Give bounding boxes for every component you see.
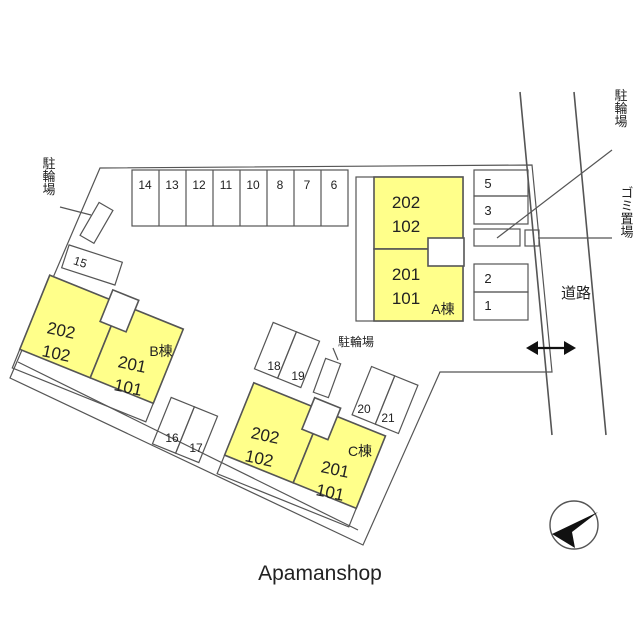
parking-number: 10	[246, 178, 260, 192]
garbage-area-small	[524, 229, 540, 247]
lot-boundary	[9, 164, 553, 546]
building-b-stairs	[99, 288, 140, 333]
parking-number: 12	[192, 178, 206, 192]
garbage-label: ゴミ置場	[619, 186, 634, 238]
bike-leader-mid	[332, 347, 339, 361]
bike-parking-left-rect	[79, 201, 114, 245]
parking-number: 15	[72, 254, 89, 272]
parking-number: 5	[484, 176, 491, 191]
building-a-stairs	[427, 237, 465, 267]
parking-stall-15: 15	[60, 244, 124, 286]
parking-stall-5	[473, 169, 529, 197]
building-name: A棟	[431, 301, 454, 317]
parking-stall-3	[473, 195, 529, 225]
parking-number: 6	[331, 178, 338, 192]
building-name: C棟	[348, 443, 372, 459]
compass	[549, 500, 599, 550]
bike-parking-left	[79, 201, 114, 245]
bike-parking-mid	[312, 357, 342, 399]
road-access-arrow	[526, 341, 576, 355]
bike-leader-left	[59, 206, 92, 216]
parking-mid-group	[253, 321, 321, 389]
parking-number: 14	[138, 178, 152, 192]
building-name: B棟	[149, 343, 172, 359]
garbage-area	[473, 228, 521, 247]
bike-parking-label-mid: 駐輪場	[338, 334, 374, 349]
parking-number: 2	[484, 271, 491, 286]
bike-parking-label-left: 駐輪場	[41, 157, 56, 196]
parking-number: 13	[165, 178, 179, 192]
parking-stall-15-rect	[60, 244, 124, 286]
parking-number: 7	[304, 178, 311, 192]
road-label: 道路	[561, 285, 591, 302]
parking-stall-2	[473, 263, 529, 293]
building-c-stairs	[300, 396, 342, 441]
lot-inner-line	[17, 361, 359, 531]
parking-stall-21	[374, 375, 419, 435]
road-line-right	[573, 91, 607, 436]
parking-number: 19	[291, 369, 305, 383]
parking-number: 16	[165, 431, 179, 445]
parking-number: 3	[484, 203, 491, 218]
parking-number: 18	[267, 359, 281, 373]
building-b-lower	[89, 302, 185, 405]
brand-label: Apamanshop	[258, 562, 382, 585]
parking-number: 20	[357, 402, 371, 416]
bike-leader-right	[496, 149, 613, 239]
unit-number: 202	[392, 193, 420, 212]
unit-number: 102	[392, 217, 420, 236]
building-a: 202 102 201 101 A棟	[355, 176, 465, 322]
parking-number: 1	[484, 298, 491, 313]
bike-parking-mid-rect	[312, 357, 342, 399]
parking-stall-19	[276, 331, 321, 389]
building-c	[216, 381, 387, 528]
bike-parking-label-right: 駐輪場	[613, 89, 628, 128]
parking-number: 21	[381, 411, 395, 425]
unit-number: 101	[392, 289, 420, 308]
parking-right2-group	[351, 365, 419, 435]
building-a-upper	[373, 176, 464, 250]
parking-number: 8	[277, 178, 284, 192]
parking-right-group: 5 3 2 1	[473, 169, 529, 321]
parking-bottom-group	[151, 396, 219, 464]
parking-stall-1	[473, 291, 529, 321]
road-line-left	[519, 91, 553, 436]
parking-top-group: 14 13 12 11 10 8 7 6	[131, 169, 349, 227]
building-b	[11, 274, 185, 423]
parking-number: 17	[189, 441, 203, 455]
parking-number: 11	[220, 178, 233, 192]
parking-stall-17	[174, 406, 219, 464]
north-arrow-icon	[552, 512, 598, 548]
unit-number: 201	[392, 265, 420, 284]
